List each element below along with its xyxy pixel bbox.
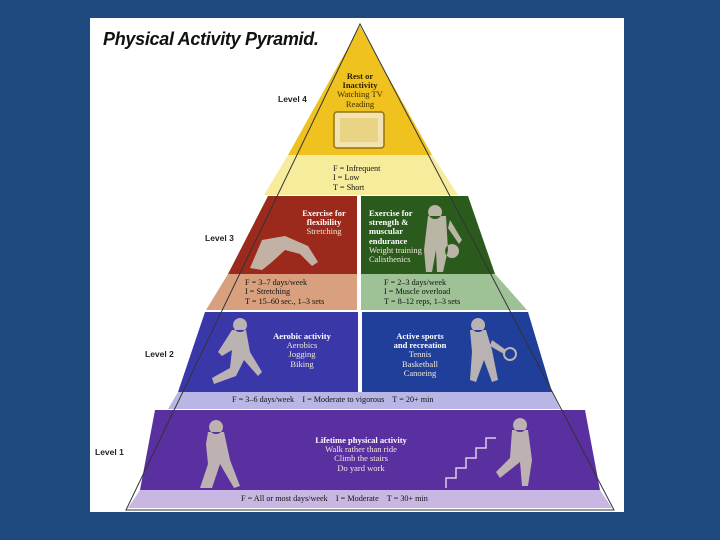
level3-flex-heading-1: Exercise for <box>302 208 346 218</box>
level3-flex-fit: F = 3–7 days/week I = Stretching T = 15–… <box>245 278 324 306</box>
level3-strength-heading-4: endurance <box>369 235 408 246</box>
level2-sports-item-1: Tennis <box>408 349 432 360</box>
level1-heading: Lifetime physical activity <box>315 435 407 445</box>
level2-aerobic-item-3: Biking <box>290 358 314 369</box>
level2-label: Level 2 <box>145 349 174 359</box>
level3-strength-item-2: Calisthenics <box>369 253 411 264</box>
level4-item-1: Watching TV <box>337 89 383 100</box>
level3-strength-band <box>361 274 527 310</box>
level4-heading-1: Rest or <box>346 71 374 81</box>
level3-strength-heading-3: muscular <box>369 226 403 237</box>
level4-band <box>264 155 458 195</box>
level2-sports-body <box>362 312 552 392</box>
stairs-icon <box>445 437 496 488</box>
level3-strength-fit: F = 2–3 days/week I = Muscle overload T … <box>384 278 460 306</box>
level3-label: Level 3 <box>205 233 234 243</box>
level3-flex-fit-f: F = 3–7 days/week <box>245 278 308 287</box>
level1-item-2: Climb the stairs <box>334 453 388 464</box>
tennis-player-figure-icon <box>470 318 506 382</box>
level2-sports-item-2: Basketball <box>402 358 438 369</box>
level2-sports-item-3: Canoeing <box>403 367 437 378</box>
level3-flex-fit-t: T = 15–60 sec., 1–3 sets <box>245 296 325 306</box>
walker-figure-icon <box>200 420 240 488</box>
level1-band <box>128 490 612 508</box>
level1-text: Lifetime physical activity Walk rather t… <box>296 435 426 473</box>
level3-flex-text: Exercise for flexibility Stretching <box>292 208 356 237</box>
stair-climber-figure-icon <box>496 418 532 486</box>
level2-aerobic-item-1: Aerobics <box>286 340 318 351</box>
level3-strength-fit-t: T = 8–12 reps, 1–3 sets <box>384 296 461 306</box>
level2-sports-text: Active sports and recreation Tennis Bask… <box>380 331 460 378</box>
level4-fit-t: T = Short <box>333 182 365 192</box>
level1-fit: F = All or most days/week I = Moderate T… <box>241 494 428 503</box>
level2-aerobic-heading: Aerobic activity <box>273 331 331 341</box>
level4-fit: F = Infrequent I = Low T = Short <box>333 164 380 192</box>
level4-heading-2: Inactivity <box>342 80 378 91</box>
level3-strength-heading-2: strength & <box>369 217 409 228</box>
page-title: Physical Activity Pyramid. <box>103 29 319 49</box>
level3-strength-fit-f: F = 2–3 days/week <box>384 278 447 287</box>
level2-fit: F = 3–6 days/week I = Moderate to vigoro… <box>232 395 434 404</box>
pyramid-outline <box>125 22 615 511</box>
level1-body <box>140 410 600 490</box>
level1-item-3: Do yard work <box>337 462 385 473</box>
level4-body <box>288 26 432 155</box>
stretching-figure-icon <box>250 236 318 270</box>
level4-fit-f: F = Infrequent <box>333 164 381 173</box>
level3-flex-fit-i: I = Stretching <box>245 287 291 297</box>
level3-flex-heading-2: flexibility <box>306 217 342 228</box>
tennis-racket-icon <box>503 347 517 361</box>
level2-band <box>168 392 560 409</box>
level3-strength-heading-1: Exercise for <box>369 208 413 218</box>
level3-strength-text: Exercise for strength & muscular enduran… <box>369 208 429 264</box>
level3-strength-item-1: Weight training <box>369 244 422 255</box>
level3-flex-band <box>206 274 357 310</box>
level1-label: Level 1 <box>95 447 124 457</box>
level4-label: Level 4 <box>278 94 307 104</box>
level4-item-2: Reading <box>345 98 375 109</box>
level2-aerobic-text: Aerobic activity Aerobics Jogging Biking <box>262 331 342 369</box>
runner-figure-icon <box>212 318 262 384</box>
level3-flex-item-1: Stretching <box>306 226 342 237</box>
level4-text: Rest or Inactivity Watching TV Reading <box>330 71 390 109</box>
level2-sports-heading-2: and recreation <box>393 340 447 351</box>
level4-fit-i: I = Low <box>333 173 360 183</box>
level1-item-1: Walk rather than ride <box>325 444 397 455</box>
weightlifter-figure-icon <box>424 205 462 272</box>
level2-aerobic-item-2: Jogging <box>288 349 316 360</box>
level2-sports-heading-1: Active sports <box>396 331 444 341</box>
level3-strength-fit-i: I = Muscle overload <box>384 287 451 297</box>
